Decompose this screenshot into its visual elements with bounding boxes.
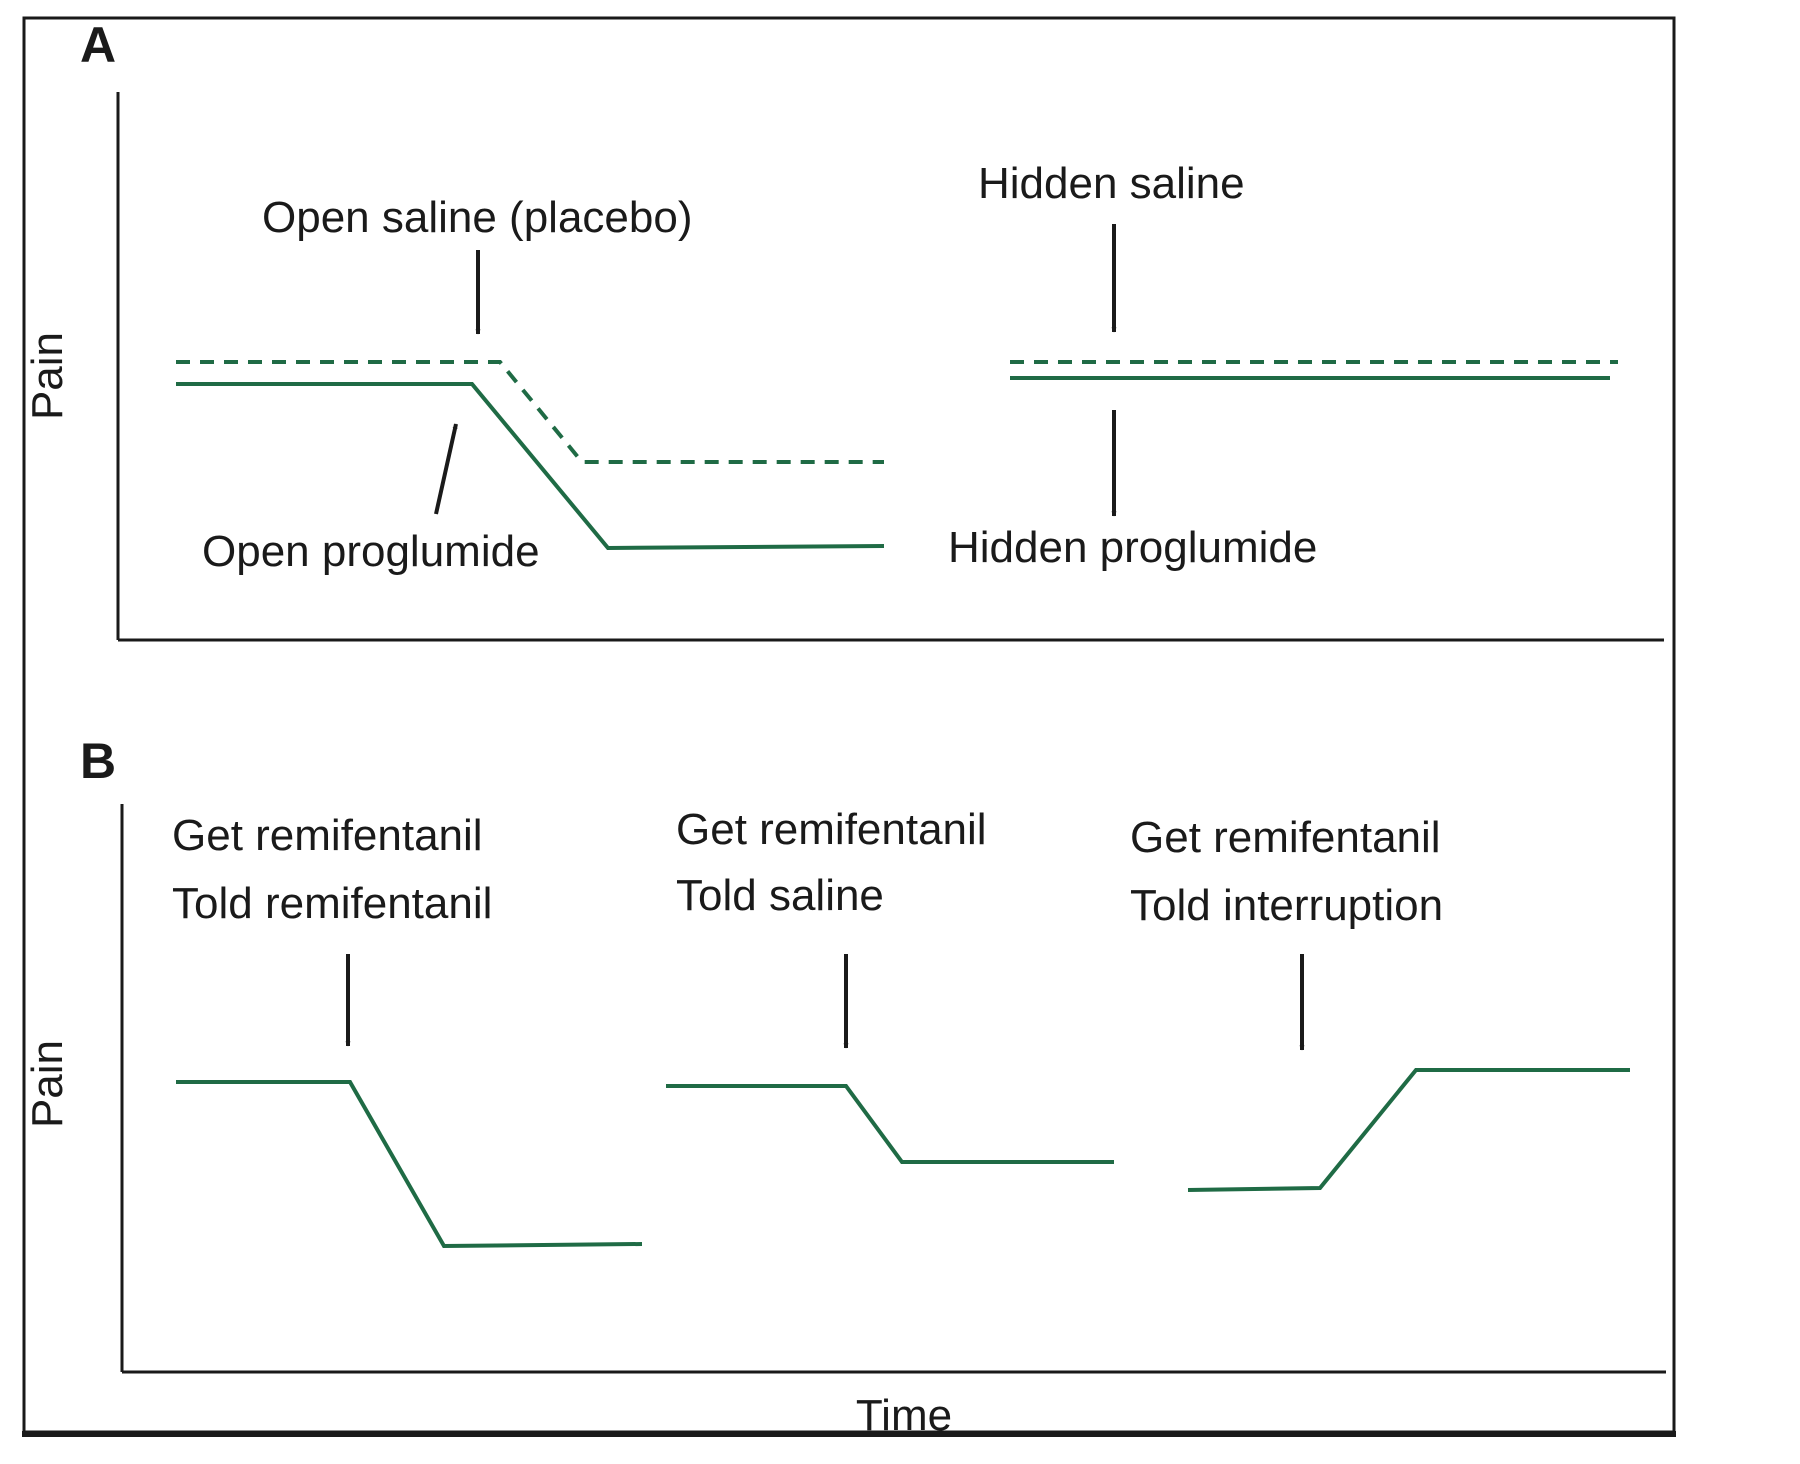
condition-told-interruption: Get remifentanil Told interruption [1130,813,1630,1192]
condition-told-saline: Get remifentanil Told saline [666,805,1114,1164]
condition-3-line2: Told interruption [1130,881,1443,930]
condition-2-curve [666,1084,1114,1164]
open-saline-curve [176,360,884,464]
panel-a-letter: A [80,17,116,73]
panel-b-x-axis-label: Time [856,1391,952,1440]
condition-3-curve [1187,1068,1630,1192]
panel-b-letter: B [80,733,116,789]
condition-1-line2: Told remifentanil [172,879,492,928]
panel-b: B Pain Time Get remifentanil Told remife… [23,733,1666,1440]
panel-b-y-axis-label: Pain [23,1040,72,1128]
open-proglumide-curve [176,382,885,551]
hidden-saline-label: Hidden saline [978,159,1245,208]
panel-a: A Pain Open saline (placebo) Open proglu… [23,17,1664,642]
condition-1-line1: Get remifentanil [172,811,483,860]
open-proglumide-arrow [434,423,458,515]
condition-3-line1: Get remifentanil [1130,813,1441,862]
condition-2-line1: Get remifentanil [676,805,987,854]
hidden-proglumide-label: Hidden proglumide [948,523,1317,572]
panel-a-y-axis-label: Pain [23,332,72,420]
open-proglumide-label: Open proglumide [202,527,540,576]
open-saline-label: Open saline (placebo) [262,193,692,242]
condition-told-remifentanil: Get remifentanil Told remifentanil [172,811,643,1249]
condition-1-curve [176,1080,643,1249]
condition-2-line2: Told saline [676,871,884,920]
